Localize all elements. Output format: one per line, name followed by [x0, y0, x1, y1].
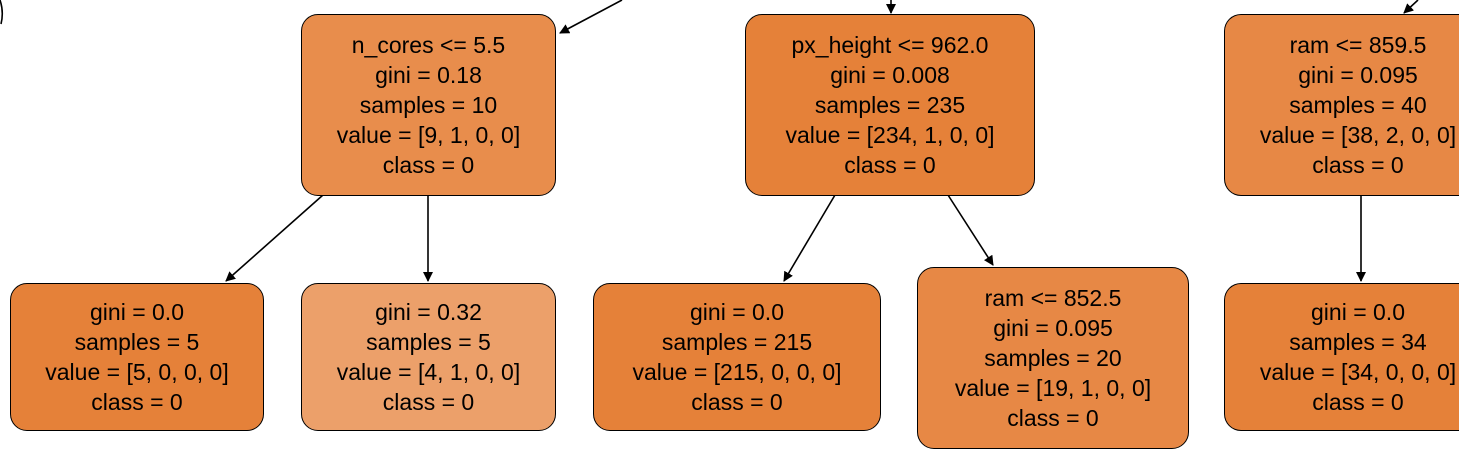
node-samples-label: samples = 10 — [359, 92, 498, 118]
node-class-label: class = 0 — [844, 152, 936, 178]
node-split-label: n_cores <= 5.5 — [351, 32, 506, 58]
node-samples-label: samples = 5 — [366, 329, 491, 355]
node-gini-label: gini = 0.0 — [690, 299, 784, 325]
node-samples-label: samples = 20 — [984, 345, 1122, 371]
edge-px-height-to-leaf-215 — [783, 194, 836, 282]
node-class-label: class = 0 — [691, 389, 783, 415]
edge-stub-left — [0, 0, 4, 25]
node-value-label: value = [234, 1, 0, 0] — [785, 122, 995, 148]
node-gini-label: gini = 0.18 — [375, 62, 482, 88]
node-value-label: value = [34, 0, 0, 0] — [1259, 359, 1457, 385]
node-leaf-215: gini = 0.0 samples = 215 value = [215, 0… — [593, 283, 881, 431]
node-gini-label: gini = 0.095 — [1298, 62, 1418, 88]
node-gini-label: gini = 0.32 — [375, 299, 482, 325]
node-samples-label: samples = 40 — [1289, 92, 1427, 118]
node-gini-label: gini = 0.0 — [90, 299, 184, 325]
edge-px-height-to-ram-852 — [947, 194, 994, 266]
node-gini-label: gini = 0.008 — [830, 62, 950, 88]
node-samples-label: samples = 34 — [1289, 329, 1427, 355]
node-split-label: ram <= 859.5 — [1289, 32, 1427, 58]
node-ram-859: ram <= 859.5 gini = 0.095 samples = 40 v… — [1224, 14, 1459, 196]
node-leaf-4-1: gini = 0.32 samples = 5 value = [4, 1, 0… — [301, 283, 556, 431]
node-samples-label: samples = 5 — [74, 329, 200, 355]
node-samples-label: samples = 235 — [814, 92, 966, 118]
node-value-label: value = [5, 0, 0, 0] — [45, 359, 229, 385]
node-value-label: value = [9, 1, 0, 0] — [336, 122, 521, 148]
node-value-label: value = [215, 0, 0, 0] — [632, 359, 842, 385]
node-value-label: value = [4, 1, 0, 0] — [336, 359, 521, 385]
node-n-cores: n_cores <= 5.5 gini = 0.18 samples = 10 … — [301, 14, 556, 196]
node-value-label: value = [19, 1, 0, 0] — [954, 375, 1152, 401]
node-class-label: class = 0 — [1312, 389, 1404, 415]
node-value-label: value = [38, 2, 0, 0] — [1259, 122, 1457, 148]
node-class-label: class = 0 — [91, 389, 183, 415]
node-split-label: ram <= 852.5 — [984, 285, 1122, 311]
node-gini-label: gini = 0.0 — [1311, 299, 1405, 325]
node-class-label: class = 0 — [382, 152, 475, 178]
node-ram-852: ram <= 852.5 gini = 0.095 samples = 20 v… — [917, 267, 1189, 449]
node-class-label: class = 0 — [382, 389, 475, 415]
edge-parent-to-n-cores — [559, 0, 623, 34]
edge-n-cores-to-leaf-5 — [225, 194, 324, 282]
node-px-height: px_height <= 962.0 gini = 0.008 samples … — [745, 14, 1035, 196]
node-class-label: class = 0 — [1007, 405, 1099, 431]
edge-parent-to-ram-859 — [1403, 0, 1419, 14]
node-gini-label: gini = 0.095 — [993, 315, 1113, 341]
node-samples-label: samples = 215 — [661, 329, 813, 355]
node-leaf-5: gini = 0.0 samples = 5 value = [5, 0, 0,… — [10, 283, 264, 431]
node-leaf-34: gini = 0.0 samples = 34 value = [34, 0, … — [1224, 283, 1459, 431]
node-split-label: px_height <= 962.0 — [791, 32, 989, 58]
node-class-label: class = 0 — [1312, 152, 1404, 178]
